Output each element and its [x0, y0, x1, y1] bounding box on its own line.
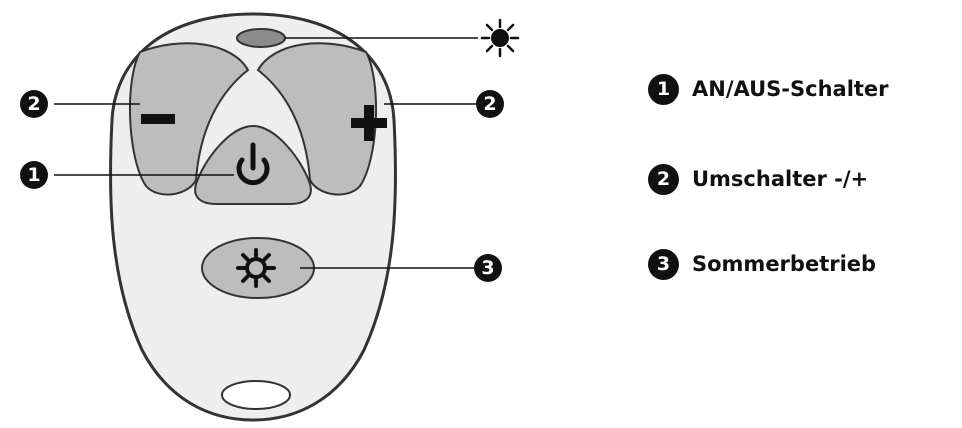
legend-item-summer-mode: 3 Sommerbetrieb: [648, 247, 876, 281]
keyring-hole: [221, 380, 291, 410]
summer-button[interactable]: [201, 237, 315, 299]
power-icon: [236, 142, 270, 186]
plus-icon: [351, 105, 387, 141]
legend-label: AN/AUS-Schalter: [692, 77, 889, 101]
sun-led-icon: [480, 18, 520, 58]
callout-summer-number: 3: [474, 254, 502, 282]
led-indicator: [236, 28, 286, 48]
legend-number: 2: [648, 163, 679, 195]
legend-label: Sommerbetrieb: [692, 252, 877, 276]
gear-sun-icon: [236, 248, 276, 288]
legend-item-on-off: 1 AN/AUS-Schalter: [648, 72, 889, 106]
callout-minus-number: 2: [20, 90, 48, 118]
callout-power-number: 1: [20, 161, 48, 189]
callout-plus-number: 2: [476, 90, 504, 118]
minus-button[interactable]: [128, 42, 250, 196]
legend-number: 3: [648, 248, 679, 280]
plus-button[interactable]: [256, 42, 378, 196]
minus-icon: [141, 114, 175, 124]
legend-label: Umschalter -/+: [692, 167, 869, 191]
legend-item-switcher: 2 Umschalter -/+: [648, 162, 868, 196]
legend-number: 1: [648, 73, 679, 105]
